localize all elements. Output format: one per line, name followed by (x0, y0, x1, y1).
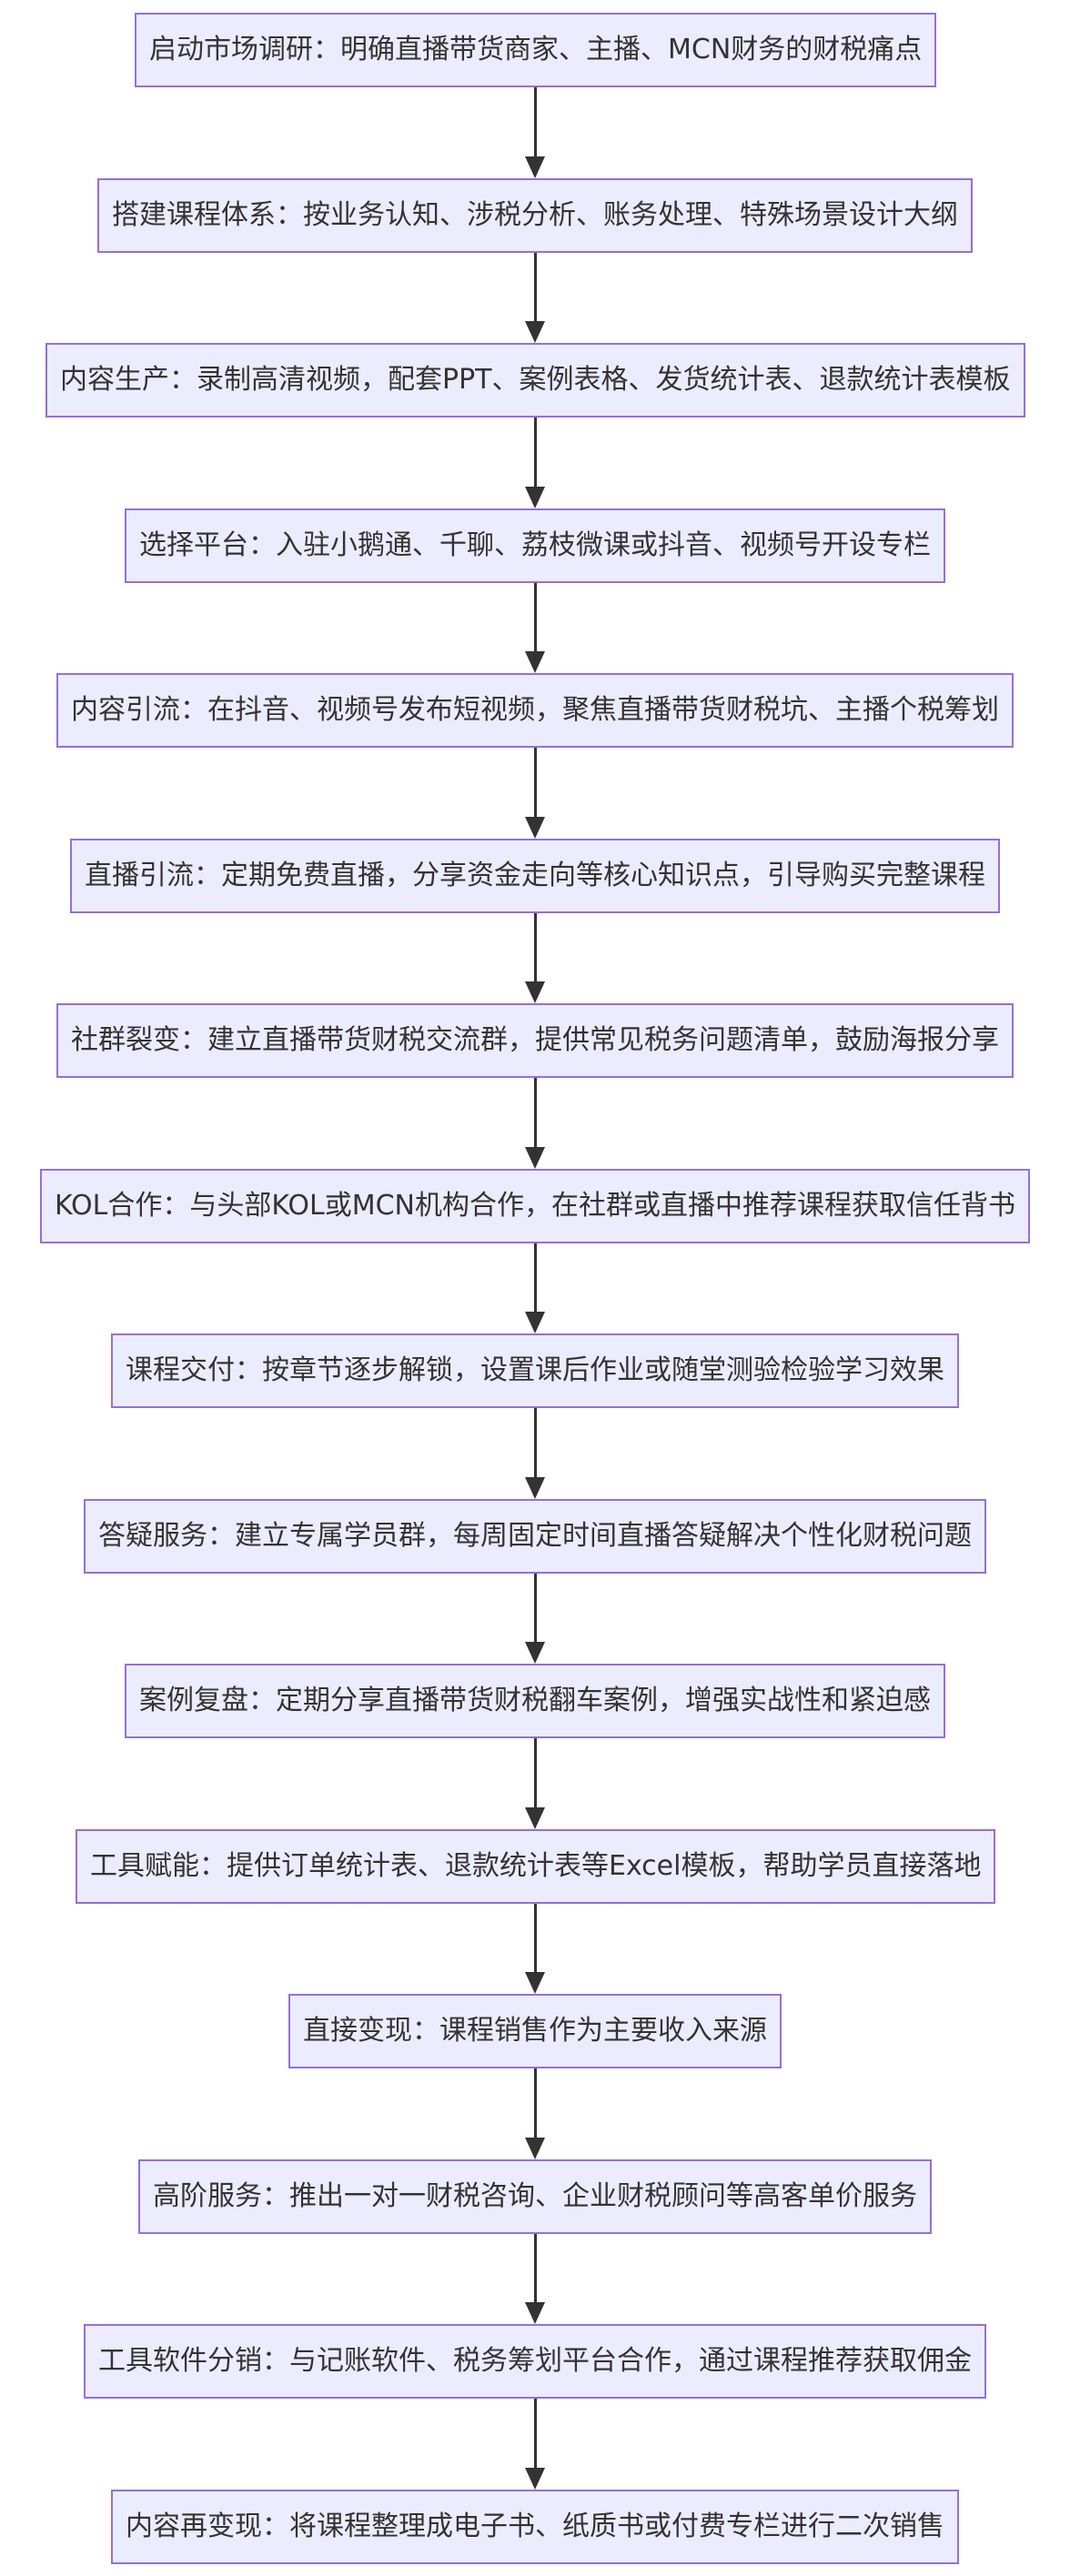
flow-step-2: 搭建课程体系：按业务认知、涉税分析、账务处理、特殊场景设计大纲 (97, 178, 973, 253)
flow-step-14: 高阶服务：推出一对一财税咨询、企业财税顾问等高客单价服务 (138, 2159, 932, 2234)
flow-connector-14 (534, 2234, 537, 2304)
flow-connector-3 (534, 418, 537, 488)
flow-connector-10 (534, 1574, 537, 1644)
arrow-down-icon (525, 817, 545, 839)
arrow-down-icon (525, 1477, 545, 1499)
arrow-down-icon (525, 1642, 545, 1664)
arrow-down-icon (525, 156, 545, 178)
flow-step-4: 选择平台：入驻小鹅通、千聊、荔枝微课或抖音、视频号开设专栏 (125, 508, 945, 583)
arrow-down-icon (525, 321, 545, 343)
flow-step-12: 工具赋能：提供订单统计表、退款统计表等Excel模板，帮助学员直接落地 (76, 1829, 996, 1904)
flow-connector-7 (534, 1078, 537, 1149)
flow-connector-9 (534, 1408, 537, 1479)
flow-connector-1 (534, 87, 537, 158)
flow-step-16: 内容再变现：将课程整理成电子书、纸质书或付费专栏进行二次销售 (111, 2490, 959, 2564)
flow-connector-11 (534, 1738, 537, 1809)
arrow-down-icon (525, 487, 545, 508)
flow-step-11: 案例复盘：定期分享直播带货财税翻车案例，增强实战性和紧迫感 (125, 1664, 945, 1738)
flow-step-8: KOL合作：与头部KOL或MCN机构合作，在社群或直播中推荐课程获取信任背书 (40, 1169, 1030, 1243)
arrow-down-icon (525, 2302, 545, 2324)
arrow-down-icon (525, 1312, 545, 1333)
flow-step-3: 内容生产：录制高清视频，配套PPT、案例表格、发货统计表、退款统计表模板 (45, 343, 1025, 418)
flow-connector-8 (534, 1243, 537, 1313)
flow-connector-5 (534, 748, 537, 819)
flow-step-10: 答疑服务：建立专属学员群，每周固定时间直播答疑解决个性化财税问题 (84, 1499, 986, 1574)
flow-step-13: 直接变现：课程销售作为主要收入来源 (288, 1994, 782, 2068)
arrow-down-icon (525, 2138, 545, 2159)
flow-connector-15 (534, 2399, 537, 2470)
arrow-down-icon (525, 1807, 545, 1829)
flow-step-9: 课程交付：按章节逐步解锁，设置课后作业或随堂测验检验学习效果 (111, 1333, 959, 1408)
arrow-down-icon (525, 981, 545, 1003)
arrow-down-icon (525, 651, 545, 673)
flow-connector-6 (534, 913, 537, 983)
flow-connector-2 (534, 253, 537, 323)
arrow-down-icon (525, 1972, 545, 1994)
flow-step-5: 内容引流：在抖音、视频号发布短视频，聚焦直播带货财税坑、主播个税筹划 (56, 673, 1014, 748)
arrow-down-icon (525, 1147, 545, 1169)
flow-connector-4 (534, 583, 537, 653)
arrow-down-icon (525, 2468, 545, 2490)
flow-step-1: 启动市场调研：明确直播带货商家、主播、MCN财务的财税痛点 (135, 13, 937, 87)
flow-connector-13 (534, 2068, 537, 2139)
flow-connector-12 (534, 1904, 537, 1974)
flow-step-15: 工具软件分销：与记账软件、税务筹划平台合作，通过课程推荐获取佣金 (84, 2324, 986, 2399)
flow-step-7: 社群裂变：建立直播带货财税交流群，提供常见税务问题清单，鼓励海报分享 (56, 1003, 1014, 1078)
flow-step-6: 直播引流：定期免费直播，分享资金走向等核心知识点，引导购买完整课程 (70, 839, 1000, 913)
